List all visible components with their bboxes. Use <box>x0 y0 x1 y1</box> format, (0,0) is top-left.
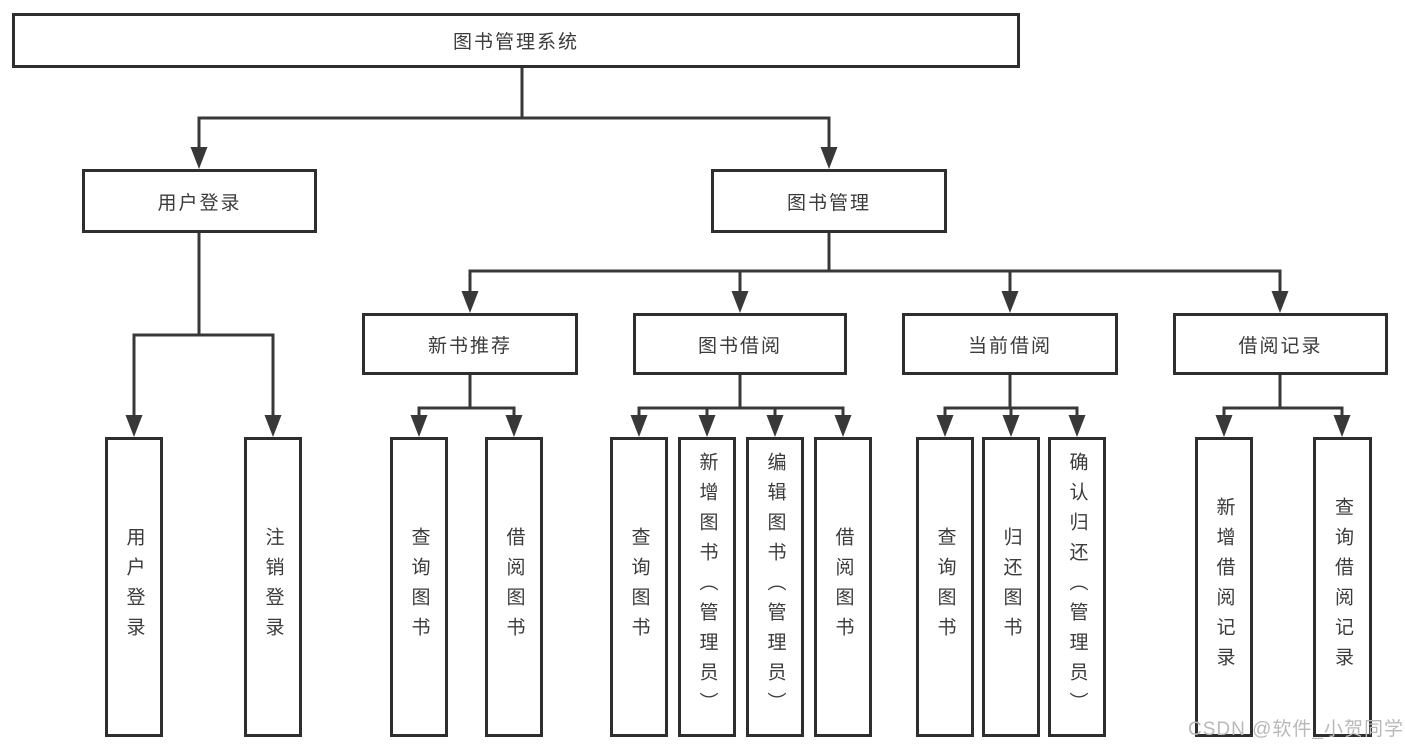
node-label: 查询图书 <box>628 527 650 647</box>
node-label: 归还图书 <box>1000 527 1022 647</box>
node-label: 新增借阅记录 <box>1213 497 1235 677</box>
leaf-borrow-book: 借阅图书 <box>814 437 872 737</box>
leaf-confirm-return-admin: 确认归还（管理员） <box>1048 437 1106 737</box>
node-label: 借阅图书 <box>832 527 854 647</box>
node-label: 图书借阅 <box>697 335 782 357</box>
leaf-query-books-borrow: 查询图书 <box>610 437 668 737</box>
node-label: 查询借阅记录 <box>1332 497 1353 677</box>
csdn-watermark: CSDN @软件_小贺同学 <box>1188 719 1404 740</box>
node-label: 借阅图书 <box>503 527 525 647</box>
node-label: 用户登录 <box>157 192 242 214</box>
leaf-return-book: 归还图书 <box>982 437 1040 737</box>
node-book-borrow: 图书借阅 <box>633 313 847 375</box>
node-label: 编辑图书（管理员） <box>764 452 786 722</box>
node-label: 确认归还（管理员） <box>1066 452 1088 722</box>
node-book-management: 图书管理 <box>711 169 947 233</box>
node-label: 当前借阅 <box>967 335 1052 357</box>
node-label: 用户登录 <box>123 527 145 647</box>
leaf-logout: 注销登录 <box>244 437 302 737</box>
leaf-query-books-recommend: 查询图书 <box>390 437 448 737</box>
node-label: 图书管理系统 <box>452 32 579 53</box>
leaf-add-book-admin: 新增图书（管理员） <box>678 437 736 737</box>
node-label: 查询图书 <box>408 527 430 647</box>
node-label: 新书推荐 <box>427 335 512 357</box>
node-label: 查询图书 <box>934 527 956 647</box>
node-label: 借阅记录 <box>1238 335 1323 357</box>
node-label: 图书管理 <box>786 192 871 214</box>
node-new-book-recommend: 新书推荐 <box>362 313 578 375</box>
leaf-query-books-current: 查询图书 <box>916 437 974 737</box>
leaf-borrow-books-recommend: 借阅图书 <box>485 437 543 737</box>
leaf-query-borrow-record: 查询借阅记录 <box>1313 437 1372 737</box>
leaf-user-login: 用户登录 <box>105 437 163 737</box>
node-label: 注销登录 <box>262 527 284 647</box>
node-label: 新增图书（管理员） <box>696 452 718 722</box>
leaf-edit-book-admin: 编辑图书（管理员） <box>746 437 804 737</box>
node-borrow-record: 借阅记录 <box>1173 313 1388 375</box>
node-user-login: 用户登录 <box>82 169 317 233</box>
node-current-borrow: 当前借阅 <box>902 313 1118 375</box>
node-library-system-root: 图书管理系统 <box>12 13 1020 68</box>
leaf-add-borrow-record: 新增借阅记录 <box>1195 437 1253 737</box>
